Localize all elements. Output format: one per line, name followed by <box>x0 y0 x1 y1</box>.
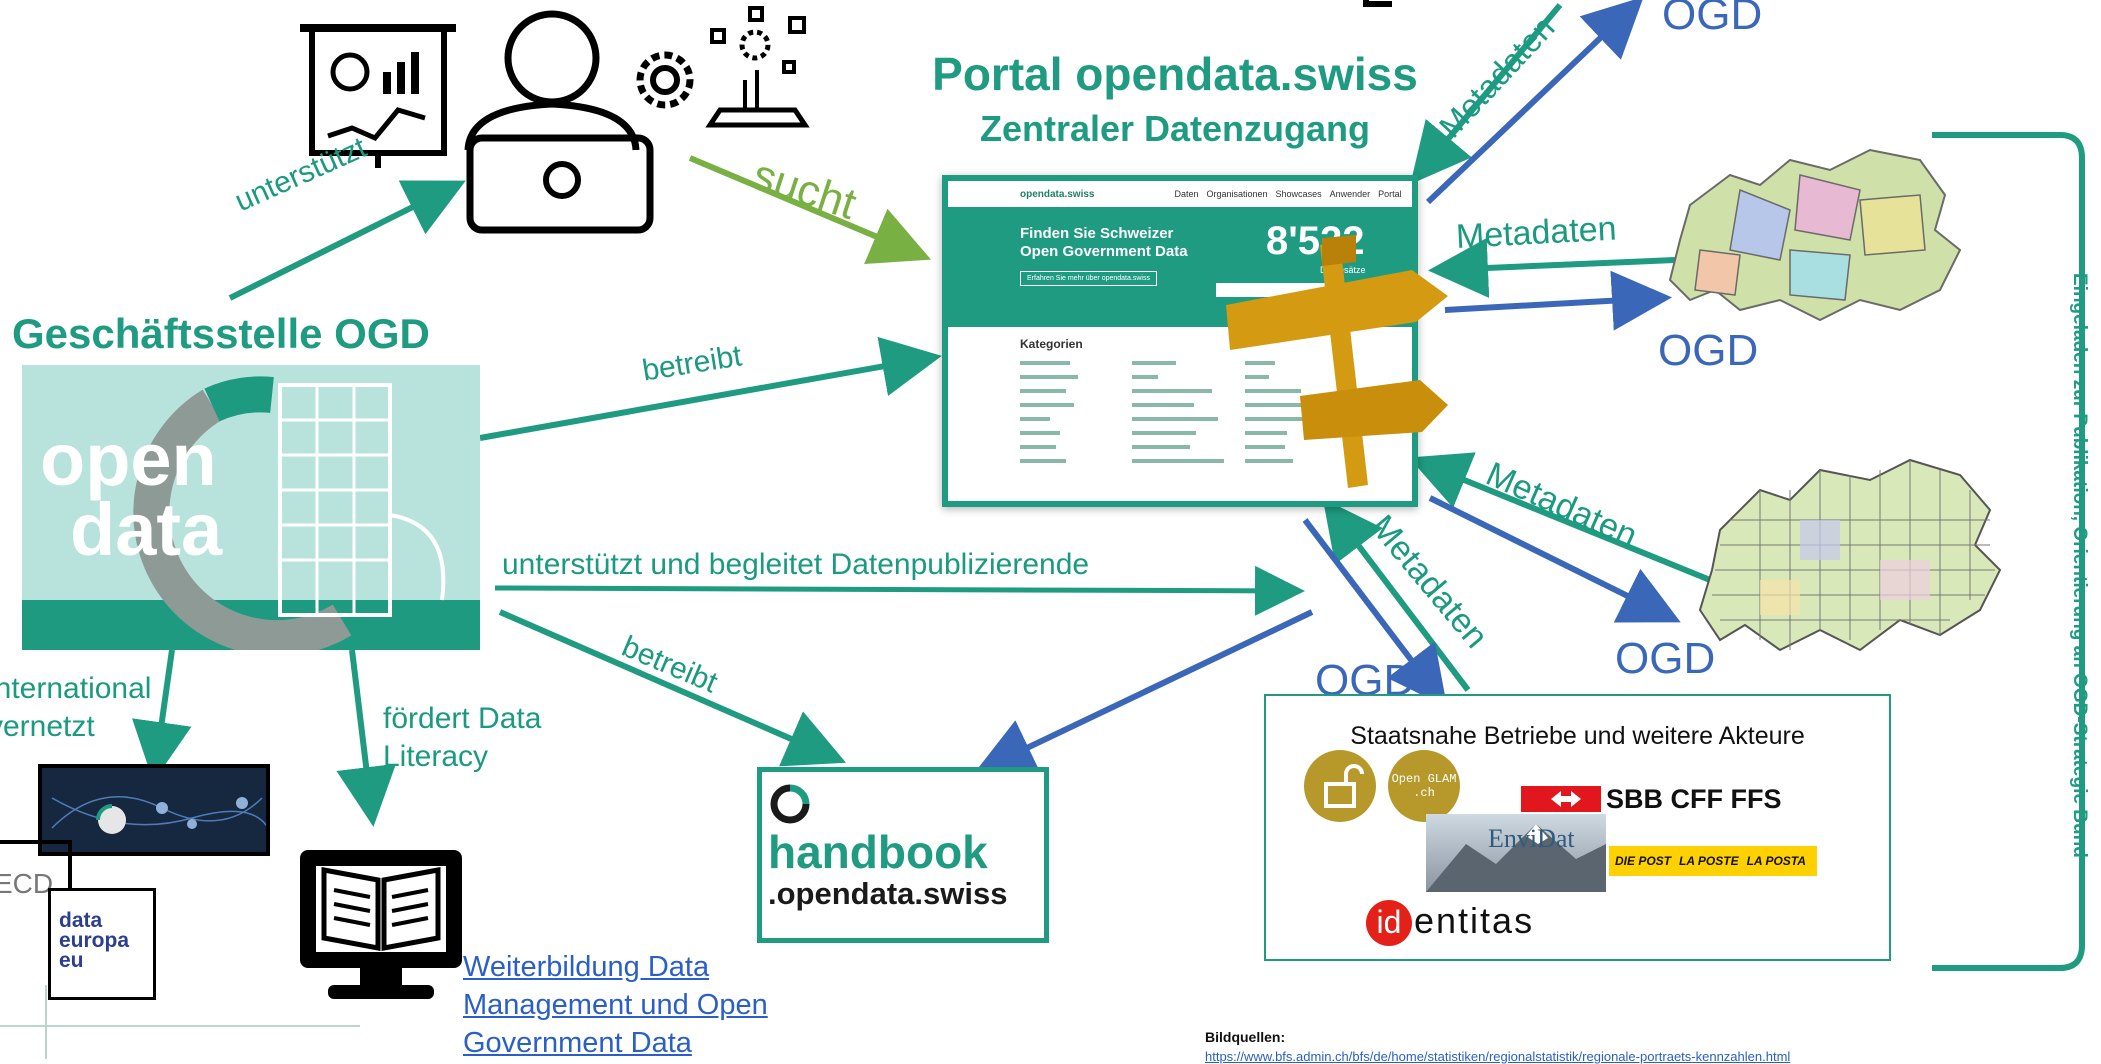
arrow-actors-handbook <box>974 609 1314 775</box>
office-logo-graphic <box>22 376 480 650</box>
post-logo: DIE POST LA POSTE LA POSTA <box>1609 846 1817 876</box>
handbook-title: handbook <box>768 826 988 878</box>
training-link[interactable]: Weiterbildung Data Management und Open G… <box>463 948 768 1062</box>
post-it: LA POSTA <box>1746 854 1806 868</box>
sbb-arrows-icon <box>1551 791 1581 807</box>
arrow-ogd-communes-out <box>1428 495 1681 623</box>
training-link-line2[interactable]: Management und Open <box>463 989 768 1021</box>
portal-title: Portal opendata.swiss <box>932 48 1418 100</box>
office-logo-word-open: open <box>40 418 217 501</box>
arrow-promotes <box>336 649 397 827</box>
ogd-label-top: OGD <box>1662 0 1763 39</box>
arrow-supports <box>228 180 466 301</box>
signpost-icon <box>1226 235 1448 488</box>
portal-nav-portal[interactable]: Portal <box>1378 189 1402 199</box>
arrow-operates-portal <box>479 336 942 441</box>
arrow-ogd-top-out <box>1425 0 1644 205</box>
side-note: Eingeladen zur Publikation, Orientierung… <box>2069 272 2090 858</box>
network-graphic <box>51 796 266 834</box>
portal-nav-organisations[interactable]: Organisationen <box>1206 189 1268 199</box>
ogd-label-communes: OGD <box>1615 634 1716 683</box>
oecd-logo-text: ECD <box>0 868 54 899</box>
ogd-label-cantons: OGD <box>1658 326 1759 375</box>
identitas-logo-mark: id <box>1366 900 1412 946</box>
label-promotes-line1: fördert Data <box>383 702 542 735</box>
portal-hero-line2: Open Government Data <box>1020 243 1188 260</box>
post-de: DIE POST <box>1615 854 1672 868</box>
arrow-metadata-communes-in <box>1408 452 1712 583</box>
label-promotes-line2: Literacy <box>383 740 489 773</box>
data-europa-text: data europa eu <box>51 891 153 971</box>
arrow-international <box>132 649 192 782</box>
office-logo-word-data: data <box>70 488 223 571</box>
label-international-line2: vernetzt <box>0 710 95 743</box>
sources-link[interactable]: https://www.bfs.admin.ch/bfs/de/home/sta… <box>1205 1049 1791 1064</box>
data-europa-word1: data <box>59 909 103 932</box>
post-fr: LA POSTE <box>1679 854 1739 868</box>
open-data-badge <box>1304 750 1376 822</box>
portal-category-grid <box>1020 361 1325 463</box>
presentation-board-icon <box>300 24 456 168</box>
actors-panel: Staatsnahe Betriebe und weitere Akteure … <box>1264 694 1891 961</box>
portal-hero-button[interactable]: Erfahren Sie mehr über opendata.swiss <box>1020 271 1157 286</box>
portal-nav-showcases[interactable]: Showcases <box>1275 189 1322 199</box>
handbook-panel[interactable]: handbook .opendata.swiss <box>757 767 1049 943</box>
unlock-icon <box>1324 764 1364 808</box>
office-logo-image: open data <box>22 365 480 650</box>
arrow-metadata-top-in <box>1410 3 1563 185</box>
office-logo-text: open data <box>40 418 223 571</box>
actors-title: Staatsnahe Betriebe und weitere Akteure <box>1350 722 1805 750</box>
international-network-image <box>38 764 270 856</box>
arrow-metadata-cantons-in <box>1428 237 1676 298</box>
envidat-logo: EnviDat <box>1426 814 1606 892</box>
label-promotes: fördert Data Literacy <box>383 700 541 776</box>
portal-categories: Kategorien <box>948 327 1412 482</box>
cantons-map-image <box>1668 148 1962 322</box>
portal-brand: opendata.swiss <box>1020 188 1095 200</box>
training-link-line1[interactable]: Weiterbildung Data <box>463 951 710 983</box>
sources-title: Bildquellen: <box>1205 1029 1286 1045</box>
right-bracket <box>1932 132 2085 971</box>
communes-map-image <box>1698 458 2002 652</box>
arrow-searches <box>688 155 932 264</box>
portal-hero-text: Finden Sie Schweizer Open Government Dat… <box>1020 225 1188 261</box>
arrow-ogd-cantons-out <box>1444 270 1672 331</box>
portal-nav-users[interactable]: Anwender <box>1329 189 1371 199</box>
envidat-text: EnviDat <box>1488 824 1575 853</box>
portal-hero-line1: Finden Sie Schweizer <box>1020 225 1174 242</box>
data-europa-logo: data europa eu <box>48 888 156 1000</box>
gears-icon <box>636 6 810 128</box>
label-international-line1: international <box>0 672 152 705</box>
identitas-logo-text: entitas <box>1414 900 1535 941</box>
label-international: international vernetzt <box>0 670 151 746</box>
device-partial-icon <box>1363 0 1392 7</box>
arrow-supports-publishers <box>494 565 1305 616</box>
oecd-logo-box: ECD <box>0 840 72 928</box>
sbb-logo-text: SBB CFF FFS <box>1606 784 1782 814</box>
sbb-logo-flag <box>1521 786 1601 812</box>
handbook-domain: .opendata.swiss <box>768 876 1008 911</box>
portal-categories-title: Kategorien <box>1020 337 1083 351</box>
handbook-logo-icon <box>770 784 810 824</box>
arrow-operates-handbook <box>498 609 847 767</box>
arrow-ogd-actors-out <box>1302 518 1448 708</box>
openglam-badge: Open GLAM .ch <box>1388 750 1460 822</box>
data-europa-word3: eu <box>59 949 84 972</box>
label-supports-publishers: unterstützt und begleitet Datenpublizier… <box>502 548 1090 581</box>
user-laptop-icon <box>464 10 654 234</box>
book-monitor-icon <box>300 850 462 999</box>
mountain-icon <box>1426 824 1606 892</box>
portal-nav-bar: opendata.swiss Daten Organisationen Show… <box>948 181 1412 207</box>
portal-nav-data[interactable]: Daten <box>1174 189 1199 199</box>
training-link-line3[interactable]: Government Data <box>463 1027 692 1059</box>
portal-subtitle: Zentraler Datenzugang <box>979 108 1371 149</box>
data-europa-word2: europa <box>59 929 130 952</box>
office-title: Geschäftsstelle OGD <box>12 310 430 357</box>
